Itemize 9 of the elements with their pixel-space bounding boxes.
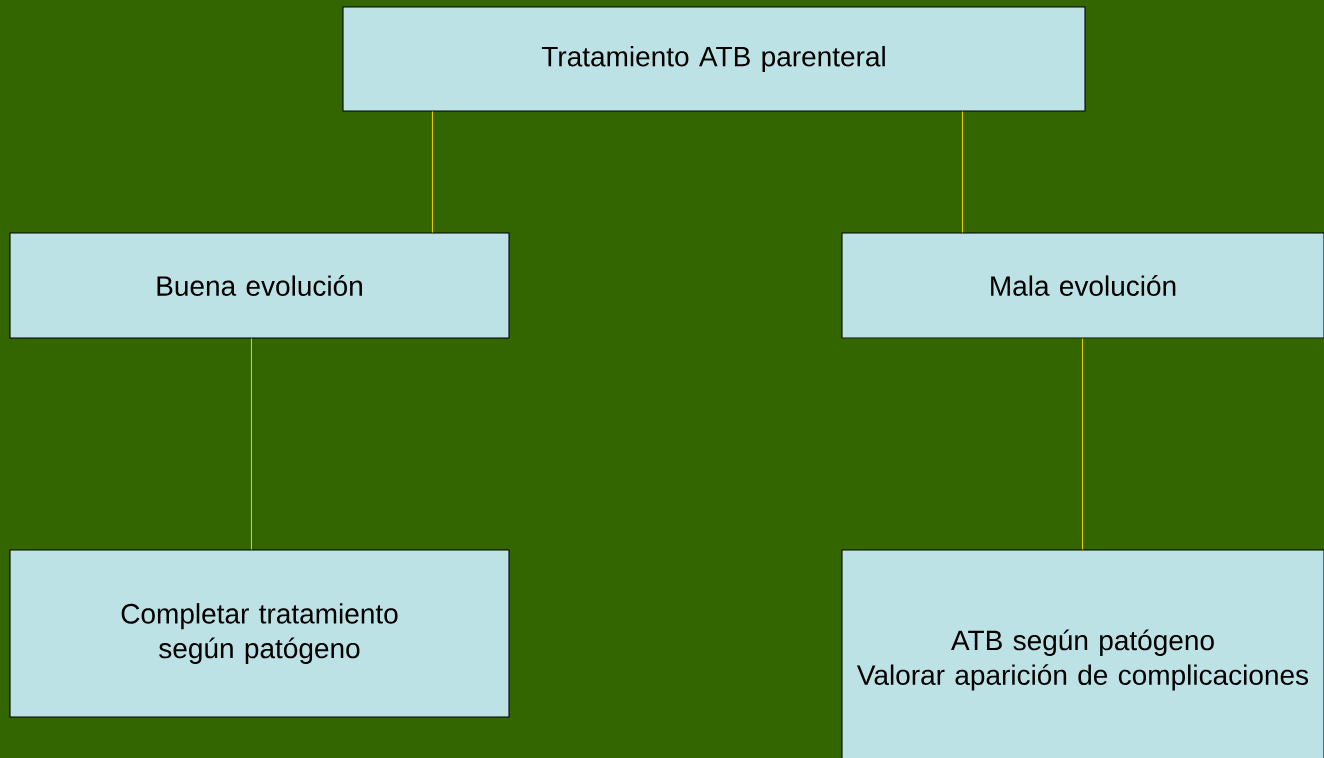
- connector-line: [1081, 338, 1083, 550]
- process-box: Completar tratamiento según patógeno: [9, 549, 510, 718]
- connector-line: [431, 111, 433, 233]
- connector-line: [250, 338, 252, 550]
- process-box: Tratamiento ATB parenteral: [342, 6, 1086, 112]
- process-box: Mala evolución: [841, 232, 1324, 339]
- process-box: Buena evolución: [9, 232, 510, 339]
- process-box: ATB según patógeno Valorar aparición de complicaciones: [841, 549, 1324, 758]
- connector-line: [961, 111, 963, 233]
